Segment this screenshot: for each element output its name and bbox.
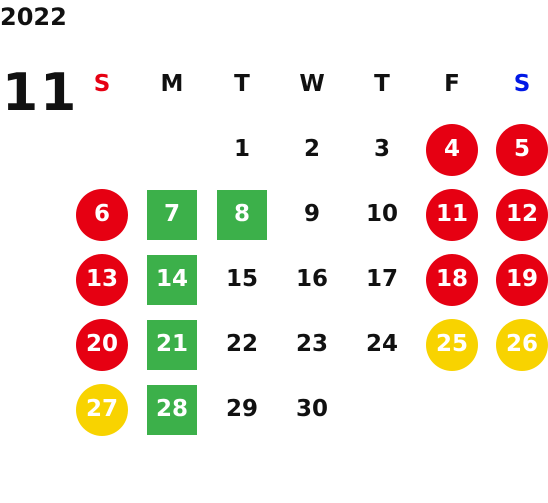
day-cell-23[interactable]: 23 [277, 312, 347, 377]
empty-day-cell [347, 377, 417, 442]
empty-day-cell [417, 377, 487, 442]
day-cell-6[interactable]: 6 [67, 182, 137, 247]
day-number: 6 [76, 188, 128, 241]
day-number: 12 [496, 188, 548, 241]
weekday-header-label: S [513, 71, 531, 97]
weekday-header-label: T [374, 71, 390, 97]
weekday-header-friday: F [417, 52, 487, 117]
day-cell-19[interactable]: 19 [487, 247, 548, 312]
day-number: 16 [295, 266, 328, 292]
weekday-header-wednesday: W [277, 52, 347, 117]
weekday-header-sunday: S [67, 52, 137, 117]
weekday-header-label: W [299, 71, 325, 97]
day-number: 4 [426, 123, 478, 176]
day-cell-22[interactable]: 22 [207, 312, 277, 377]
empty-day-cell [67, 117, 137, 182]
day-cell-18[interactable]: 18 [417, 247, 487, 312]
day-cell-10[interactable]: 10 [347, 182, 417, 247]
day-number: 23 [295, 331, 328, 357]
weekday-header-label: S [93, 71, 111, 97]
weekday-header-label: M [160, 71, 184, 97]
day-number: 27 [76, 383, 128, 436]
weekday-header-label: T [234, 71, 250, 97]
day-cell-15[interactable]: 15 [207, 247, 277, 312]
week-row: 13 14 15 16 17 18 19 [67, 247, 548, 312]
day-cell-17[interactable]: 17 [347, 247, 417, 312]
day-number: 29 [225, 396, 258, 422]
week-row: 20 21 22 23 24 25 26 [67, 312, 548, 377]
day-number: 20 [76, 318, 128, 371]
day-number: 5 [496, 123, 548, 176]
day-cell-30[interactable]: 30 [277, 377, 347, 442]
empty-day-cell [137, 117, 207, 182]
day-number: 19 [496, 253, 548, 306]
weekday-header-label: F [444, 71, 460, 97]
day-number: 21 [147, 319, 197, 370]
week-row: 27 28 29 30 [67, 377, 548, 442]
day-cell-13[interactable]: 13 [67, 247, 137, 312]
day-number: 3 [373, 136, 390, 162]
day-cell-26[interactable]: 26 [487, 312, 548, 377]
weekday-header-thursday: T [347, 52, 417, 117]
day-number: 30 [295, 396, 328, 422]
day-number: 17 [365, 266, 398, 292]
day-cell-14[interactable]: 14 [137, 247, 207, 312]
day-cell-29[interactable]: 29 [207, 377, 277, 442]
day-cell-8[interactable]: 8 [207, 182, 277, 247]
day-number: 22 [225, 331, 258, 357]
day-cell-11[interactable]: 11 [417, 182, 487, 247]
day-number: 10 [365, 201, 398, 227]
day-cell-24[interactable]: 24 [347, 312, 417, 377]
day-number: 8 [217, 189, 267, 240]
day-cell-1[interactable]: 1 [207, 117, 277, 182]
day-number: 25 [426, 318, 478, 371]
day-number: 18 [426, 253, 478, 306]
weekday-header-tuesday: T [207, 52, 277, 117]
day-cell-2[interactable]: 2 [277, 117, 347, 182]
day-number: 26 [496, 318, 548, 371]
day-cell-5[interactable]: 5 [487, 117, 548, 182]
day-cell-27[interactable]: 27 [67, 377, 137, 442]
day-cell-28[interactable]: 28 [137, 377, 207, 442]
day-cell-20[interactable]: 20 [67, 312, 137, 377]
day-number: 9 [303, 201, 320, 227]
day-cell-7[interactable]: 7 [137, 182, 207, 247]
year-label: 2022 [0, 3, 67, 31]
day-cell-21[interactable]: 21 [137, 312, 207, 377]
month-number: 11 [2, 63, 79, 123]
day-cell-25[interactable]: 25 [417, 312, 487, 377]
day-number: 11 [426, 188, 478, 241]
day-number: 14 [147, 254, 197, 305]
day-cell-3[interactable]: 3 [347, 117, 417, 182]
day-number: 15 [225, 266, 258, 292]
day-number: 24 [365, 331, 398, 357]
weekday-header-monday: M [137, 52, 207, 117]
day-number: 7 [147, 189, 197, 240]
weekday-header-saturday: S [487, 52, 548, 117]
day-number: 28 [147, 384, 197, 435]
day-cell-12[interactable]: 12 [487, 182, 548, 247]
day-cell-16[interactable]: 16 [277, 247, 347, 312]
empty-day-cell [487, 377, 548, 442]
day-number: 13 [76, 253, 128, 306]
day-cell-4[interactable]: 4 [417, 117, 487, 182]
day-number: 1 [233, 136, 250, 162]
day-cell-9[interactable]: 9 [277, 182, 347, 247]
day-number: 2 [303, 136, 320, 162]
